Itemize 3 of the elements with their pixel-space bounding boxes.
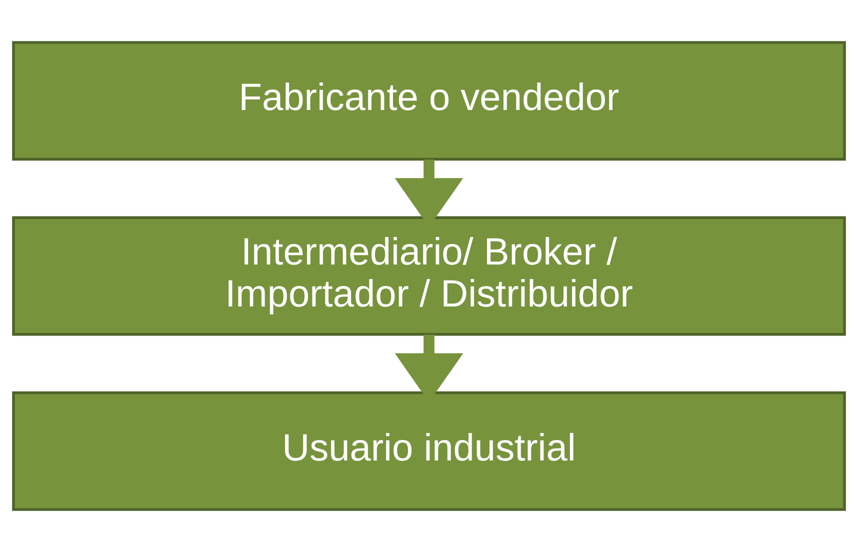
node-box: Fabricante o vendedor [12, 41, 846, 161]
node-box: Intermediario/ Broker / Importador / Distribuidor [12, 216, 846, 336]
node-box: Usuario industrial [12, 391, 846, 511]
